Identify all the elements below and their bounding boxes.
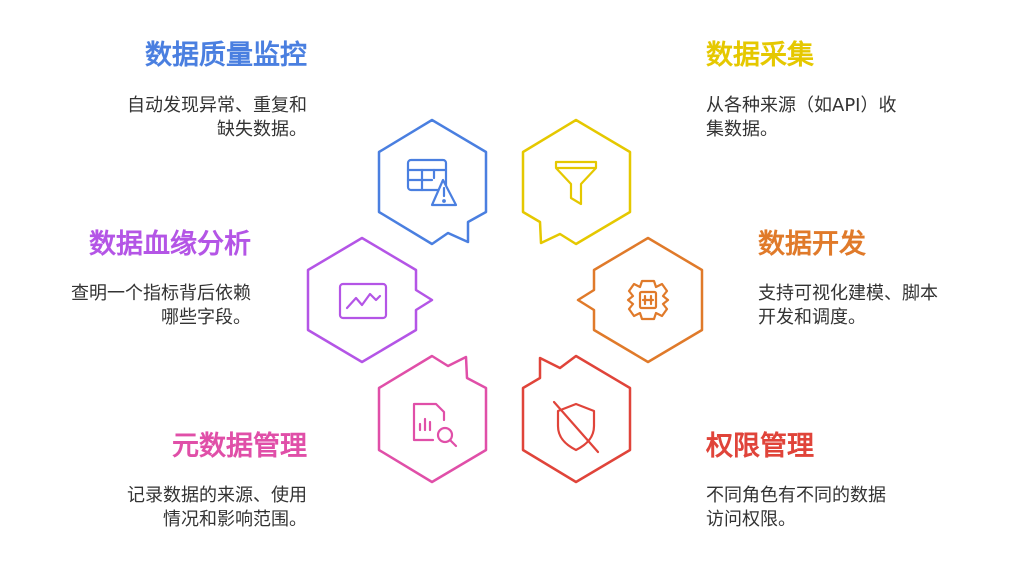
document-search-icon — [412, 402, 458, 448]
hexagon-develop — [576, 236, 704, 364]
desc-develop-line1: 支持可视化建模、脚本 — [758, 283, 938, 304]
hexagon-collect — [521, 118, 632, 246]
table-warning-icon — [406, 158, 458, 207]
title-quality: 数据质量监控 — [145, 40, 307, 71]
desc-metadata: 记录数据的来源、使用 情况和影响范围。 — [47, 484, 307, 532]
desc-collect-line1: 从各种来源（如API）收 — [706, 95, 897, 116]
desc-collect-line2: 集数据。 — [706, 119, 778, 140]
title-lineage: 数据血缘分析 — [89, 229, 251, 260]
hexagon-quality — [377, 118, 488, 246]
desc-quality-line2: 缺失数据。 — [217, 119, 307, 140]
desc-permission-line2: 访问权限。 — [706, 509, 796, 530]
title-develop: 数据开发 — [758, 229, 866, 260]
hexagon-lineage — [306, 236, 434, 364]
desc-permission: 不同角色有不同的数据 访问权限。 — [706, 484, 966, 532]
desc-develop: 支持可视化建模、脚本 开发和调度。 — [758, 282, 1018, 330]
chart-monitor-icon — [338, 282, 388, 320]
desc-quality: 自动发现异常、重复和 缺失数据。 — [47, 94, 307, 142]
desc-collect: 从各种来源（如API）收 集数据。 — [706, 94, 966, 142]
title-permission: 权限管理 — [706, 431, 814, 462]
desc-lineage-line2: 哪些字段。 — [161, 307, 251, 328]
title-metadata: 元数据管理 — [172, 431, 307, 462]
desc-lineage: 查明一个指标背后依赖 哪些字段。 — [0, 282, 251, 330]
desc-develop-line2: 开发和调度。 — [758, 307, 866, 328]
desc-permission-line1: 不同角色有不同的数据 — [706, 485, 886, 506]
desc-metadata-line2: 情况和影响范围。 — [163, 509, 307, 530]
desc-lineage-line1: 查明一个指标背后依赖 — [71, 283, 251, 304]
desc-metadata-line1: 记录数据的来源、使用 — [127, 485, 307, 506]
shield-off-icon — [552, 400, 600, 454]
hexagon-permission — [521, 354, 632, 484]
funnel-icon — [554, 160, 598, 206]
hexagon-metadata — [377, 354, 488, 484]
desc-quality-line1: 自动发现异常、重复和 — [127, 95, 307, 116]
title-collect: 数据采集 — [706, 40, 814, 71]
gear-chip-icon — [626, 279, 670, 321]
